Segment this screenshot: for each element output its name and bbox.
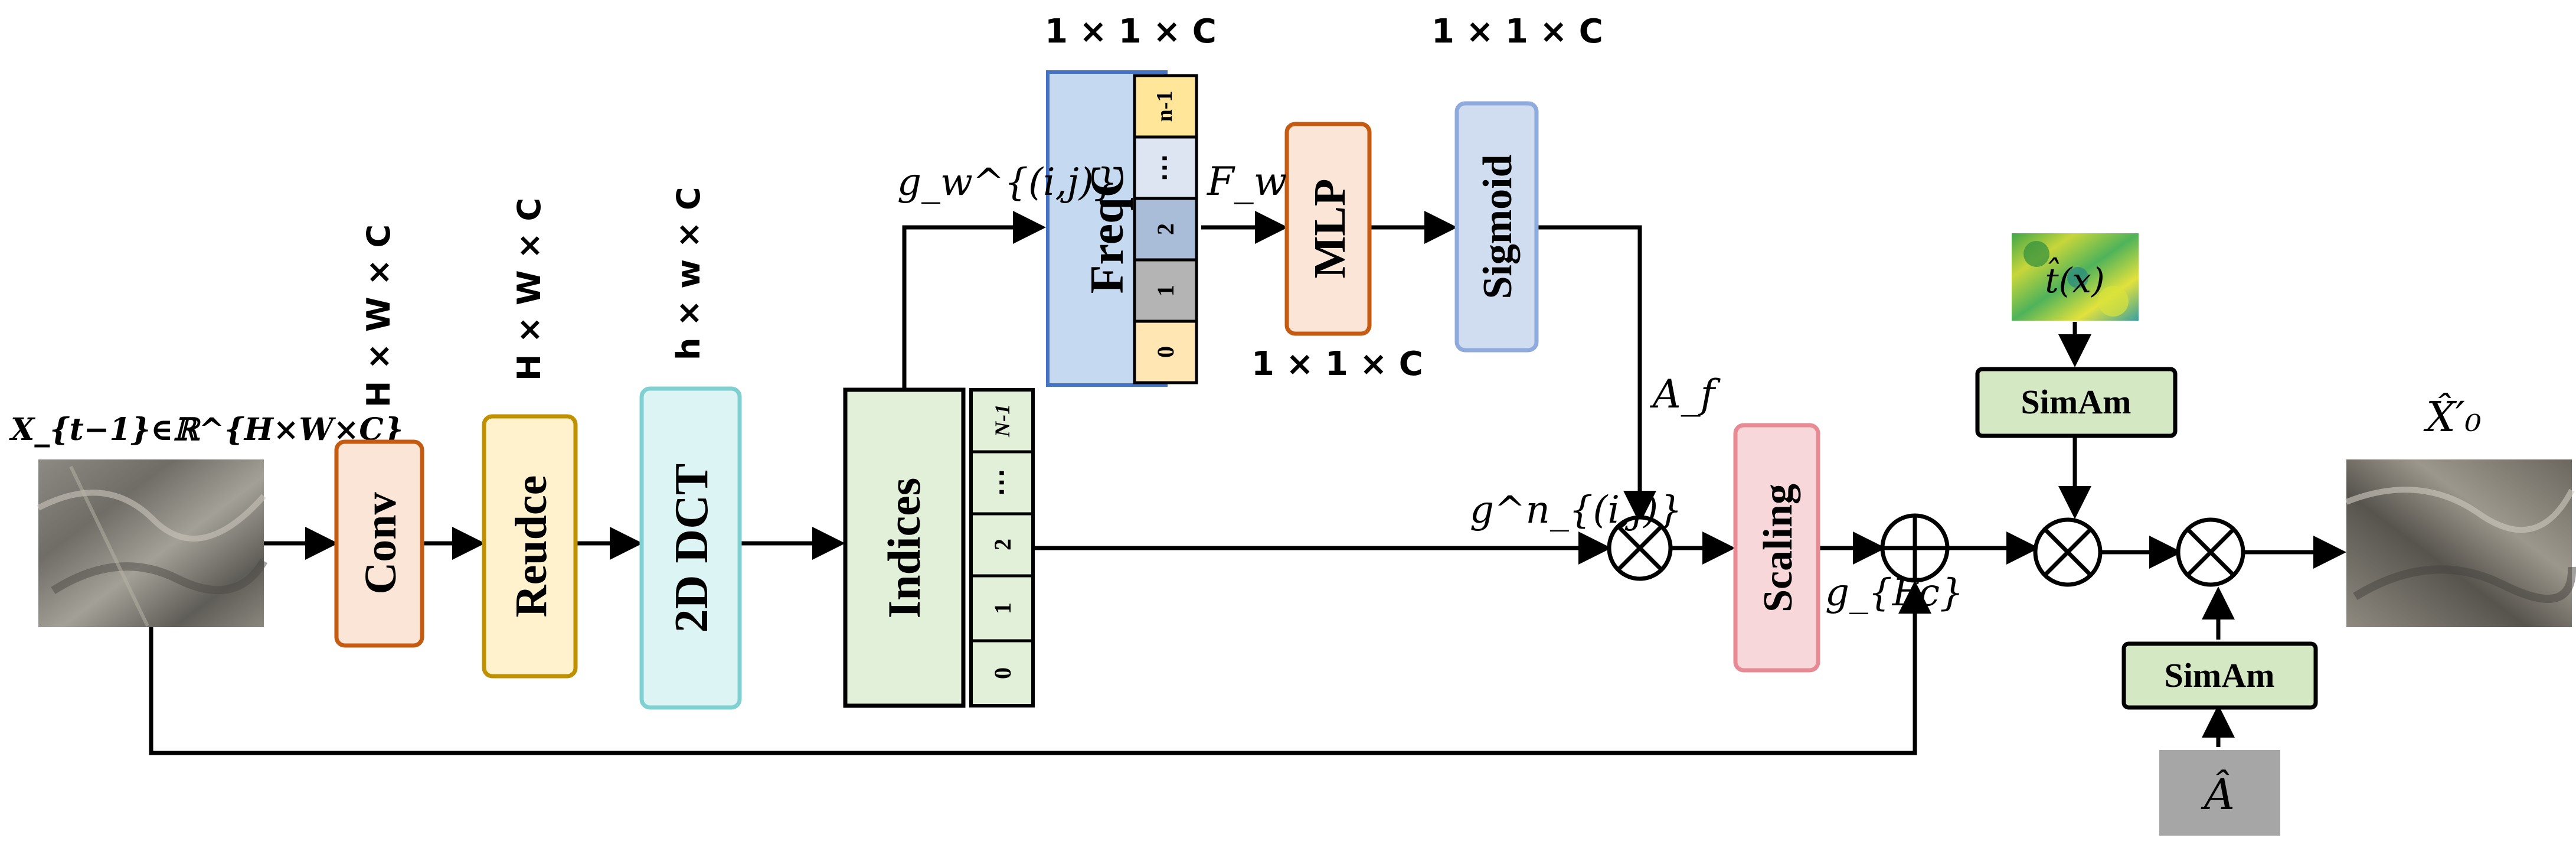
indices-block: Indices 0 1 2 ⋯ N-1	[843, 387, 1035, 708]
g-w-label: g_w^{(i,j)}	[897, 161, 1117, 204]
indices-cell-dots: ⋯	[986, 468, 1017, 497]
simam-bottom-label: SimAm	[2165, 656, 2275, 695]
connections	[149, 211, 2346, 755]
t-hat-label: t̂(x)	[2045, 257, 2104, 301]
simam-top-label: SimAm	[2021, 383, 2132, 421]
freqc-dims: 1 × 1 × C	[1045, 12, 1217, 51]
mlp-label: MLP	[1305, 179, 1355, 279]
reduce-block: Reudce	[482, 414, 578, 679]
g-fc-label: g_{Fc}	[1825, 571, 1964, 615]
a-f-label: A_f	[1649, 371, 1721, 417]
a-hat-label: Â	[2201, 769, 2235, 819]
freqc-label: FreqC	[1081, 164, 1133, 294]
reduce-label: Reudce	[506, 475, 556, 618]
scaling-label: Scaling	[1756, 484, 1801, 612]
a-hat-block: Â	[2159, 750, 2280, 836]
simam-bottom-block: SimAm	[2121, 641, 2318, 710]
freqc-cell-last: n-1	[1152, 91, 1177, 122]
indices-label: Indices	[878, 478, 930, 618]
indices-cell-1: 1	[989, 602, 1016, 614]
indices-cell-2: 2	[989, 539, 1016, 550]
multiply-operator-1	[1607, 515, 1673, 581]
f-w-label: F_w	[1207, 159, 1287, 204]
input-label: X_{t−1}∈ℝ^{H×W×C}	[9, 412, 403, 448]
mlp-dims: 1 × 1 × C	[1251, 345, 1423, 383]
add-operator	[1880, 513, 1950, 583]
scaling-block: Scaling	[1733, 423, 1820, 673]
sigmoid-dims: 1 × 1 × C	[1431, 12, 1603, 51]
mlp-block: MLP	[1284, 122, 1372, 336]
multiply-operator-3	[2176, 517, 2245, 587]
freqc-cell-0: 0	[1152, 346, 1179, 358]
t-hat-map: t̂(x)	[2012, 233, 2139, 321]
input-image	[37, 459, 268, 627]
dct-label: 2D DCT	[666, 464, 718, 633]
multiply-operator-2	[2033, 517, 2103, 587]
dct-block: 2D DCT	[639, 386, 742, 710]
dct-dims: h × w × C	[670, 187, 707, 360]
sigmoid-label: Sigmoid	[1475, 154, 1521, 299]
indices-cell-0: 0	[989, 667, 1016, 679]
simam-top-block: SimAm	[1975, 367, 2178, 438]
freqc-cell-1: 1	[1152, 285, 1179, 296]
conv-dims: H × W × C	[360, 224, 397, 407]
conv-block: Conv	[334, 439, 424, 648]
freqc-cell-2: 2	[1152, 223, 1179, 235]
indices-cell-last: N-1	[990, 404, 1014, 438]
freqc-block: FreqC n-1 ⋯ 2 1 0	[1046, 70, 1198, 387]
output-label: X̂′₀	[2423, 393, 2482, 441]
g-n-label: g^n_{(i,j)}	[1470, 488, 1682, 532]
output-image	[2345, 459, 2576, 627]
reduce-dims: H × W × C	[511, 198, 548, 381]
sigmoid-block: Sigmoid	[1454, 101, 1539, 353]
conv-label: Conv	[356, 492, 406, 594]
freqc-cell-dots: ⋯	[1149, 154, 1180, 182]
